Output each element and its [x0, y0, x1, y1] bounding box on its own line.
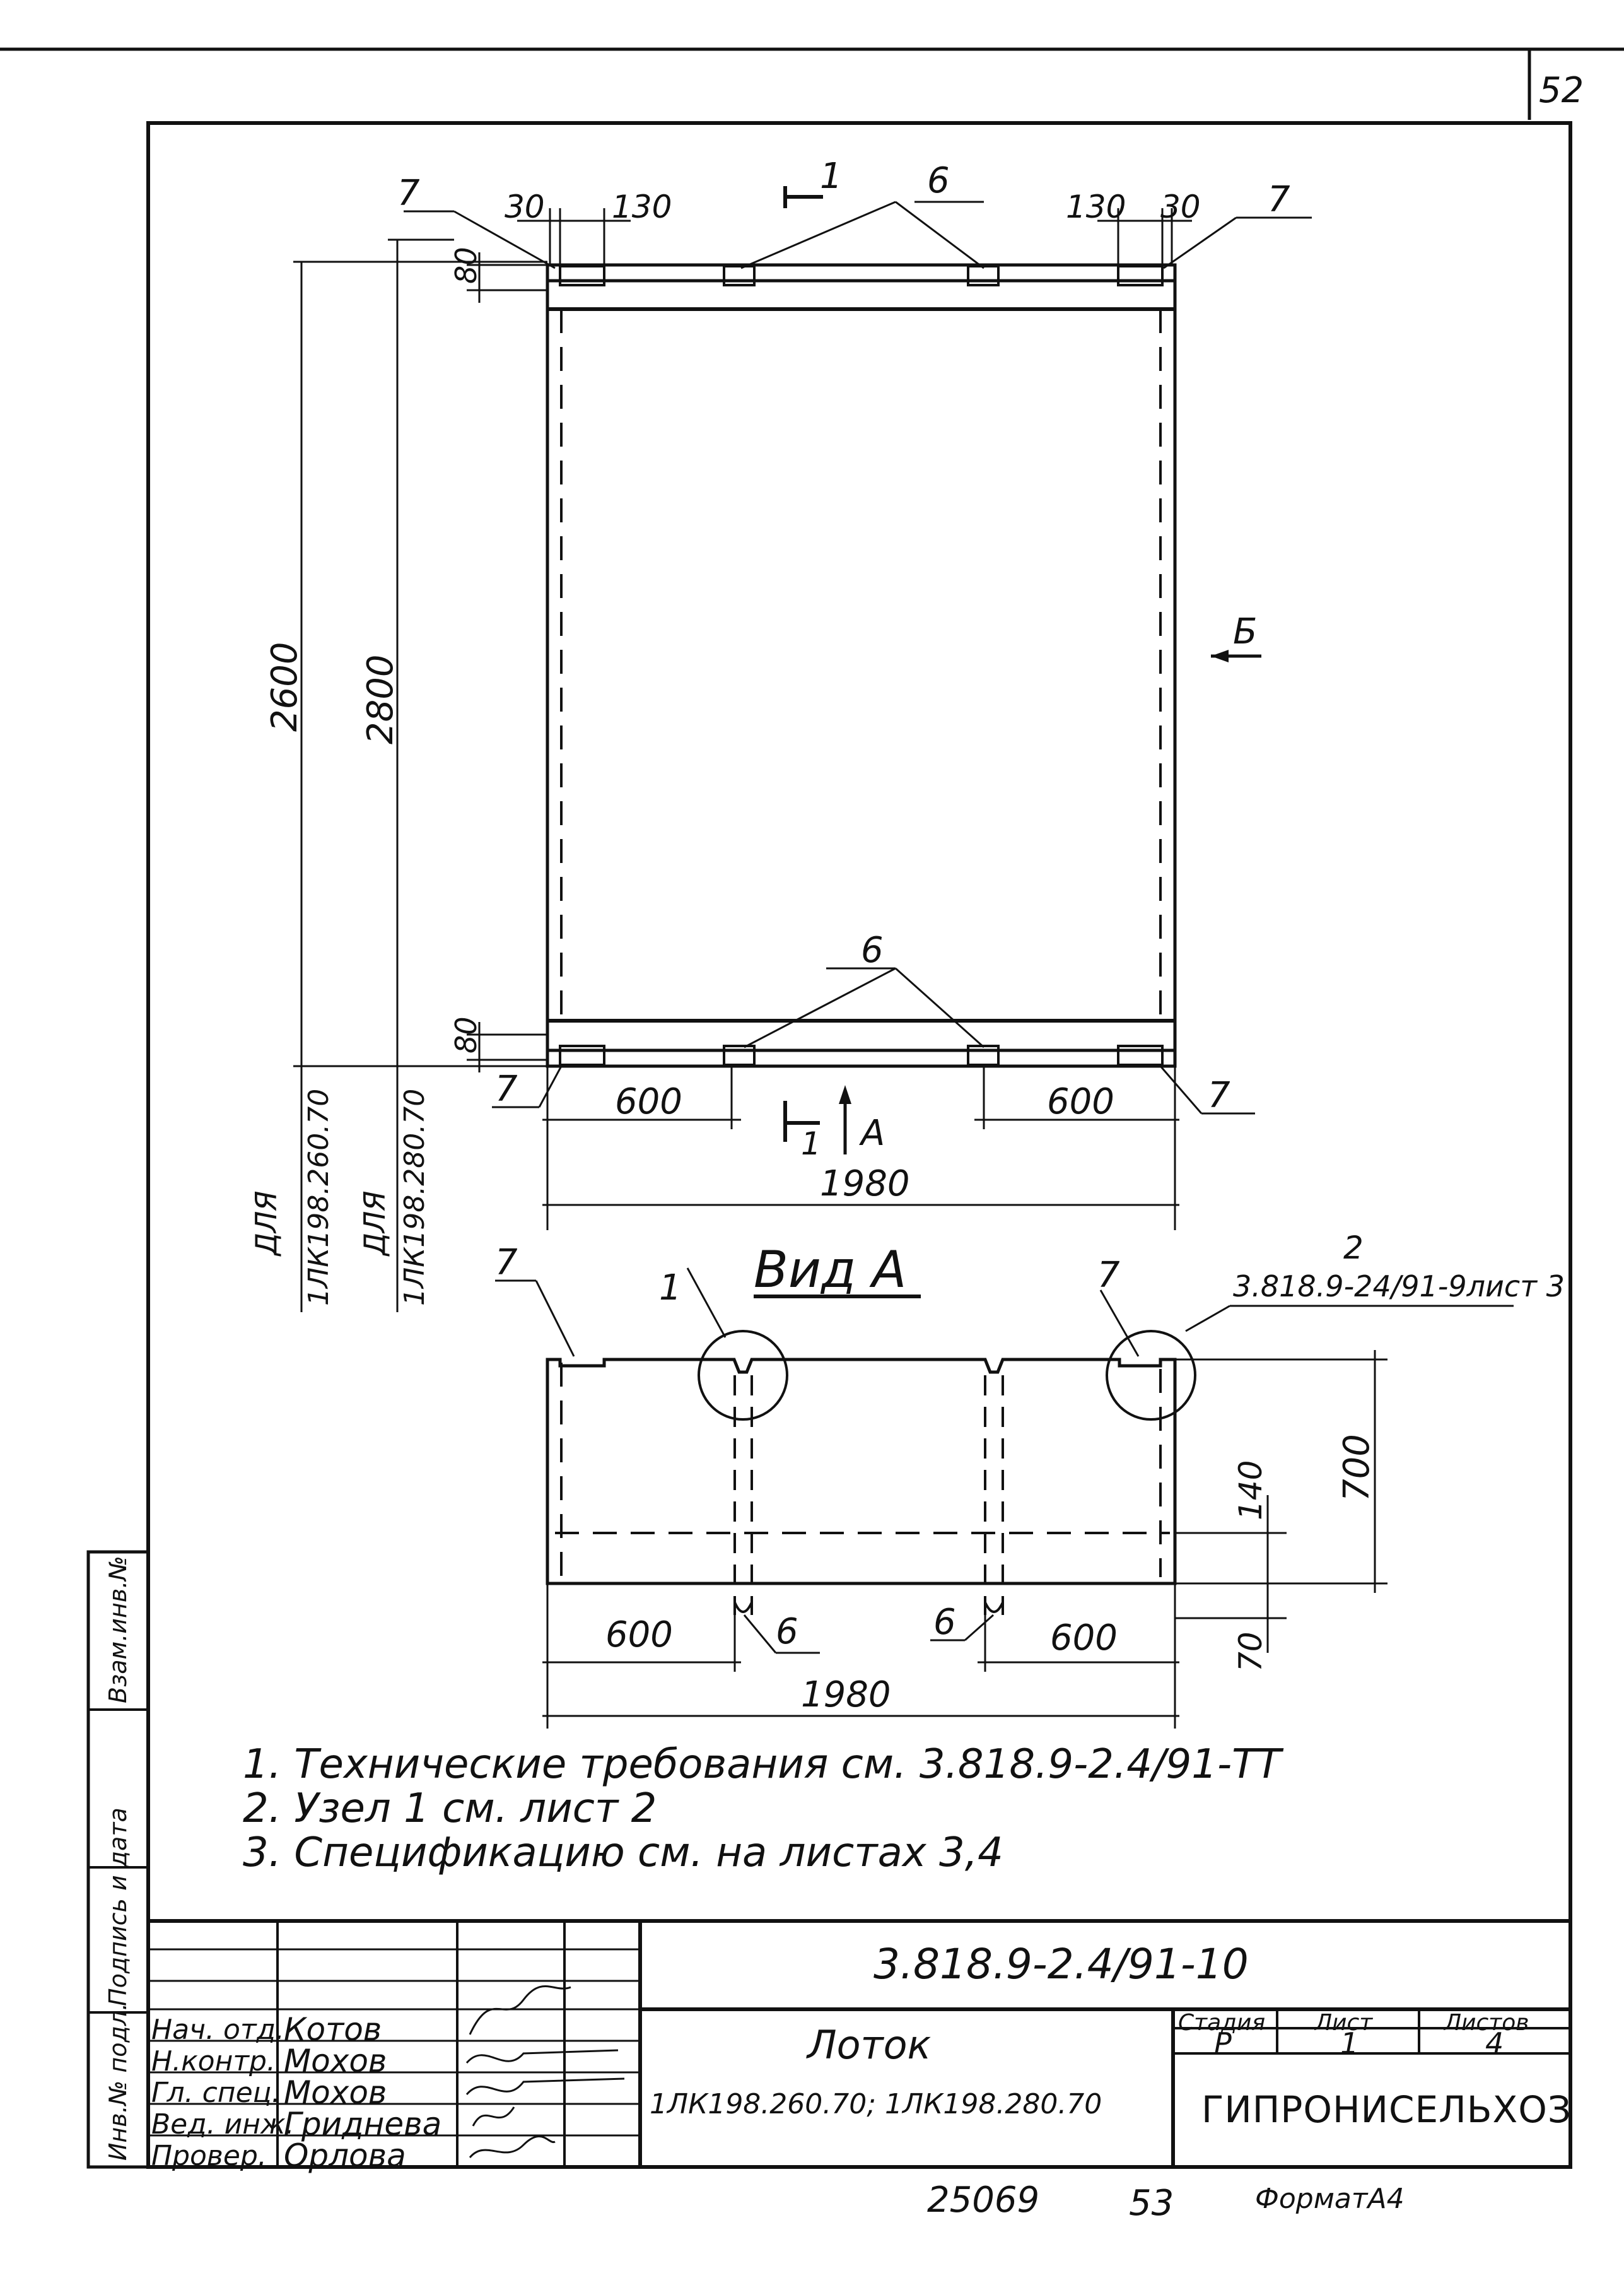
callout-circle-1 — [698, 1330, 788, 1421]
view-a-pos-7-left: 7 — [495, 1242, 518, 1283]
elevation-view-a: Вид А 1 2 3.818.9-24/91-9лист 3 7 7 6 — [495, 1230, 1565, 1729]
signature-mokhov-1 — [465, 2049, 619, 2064]
dim-2600: 2600 — [264, 642, 305, 732]
dim-80-top: 80 — [449, 247, 483, 284]
tray-outline — [546, 263, 1177, 1068]
dim-2800: 2800 — [360, 654, 401, 744]
model-280: 1ЛК198.280.70 — [399, 1089, 431, 1306]
view-a-title: Вид А — [754, 1240, 906, 1299]
view-a-pos-6-left: 6 — [776, 1611, 798, 1652]
dim-600-right-top: 600 — [1047, 1081, 1114, 1122]
pos-6-top: 6 — [927, 160, 950, 201]
note-1: 1. Технические требования см. 3.818.9-2.… — [243, 1741, 1282, 1788]
dim-1980-top: 1980 — [820, 1163, 910, 1204]
name-kotov: Котов — [284, 2011, 382, 2048]
signature-orlova — [469, 2135, 556, 2158]
tray-elevation — [546, 1358, 1177, 1585]
sheets-value: 4 — [1485, 2026, 1504, 2060]
callout-2-ref: 3.818.9-24/91-9лист 3 — [1233, 1269, 1565, 1303]
name-orlova: Орлова — [284, 2137, 406, 2174]
section-mark-top: 1 — [820, 156, 843, 197]
name-gridneva: Гриднева — [284, 2106, 442, 2142]
signature-kotov — [469, 1985, 571, 2035]
dim-30-left: 30 — [505, 189, 545, 225]
sheet-number: 52 — [1539, 70, 1584, 111]
dim-130-right: 130 — [1066, 189, 1126, 225]
dim-140: 140 — [1232, 1460, 1269, 1520]
stamp-replaced-inv: Взам.инв.№ — [104, 1556, 132, 1703]
role-lead-engineer: Вед. инж. — [151, 2108, 295, 2140]
bottom-page-number: 53 — [1129, 2183, 1174, 2224]
pos-7-bottom-left: 7 — [495, 1069, 518, 1110]
stamp-signature-date: Подпись и дата — [104, 1807, 132, 2006]
role-head-dept: Нач. отд. — [151, 2014, 284, 2046]
product-name: Лоток — [807, 2022, 932, 2068]
label-for-260: ДЛЯ — [249, 1191, 283, 1257]
document-code: 3.818.9-2.4/91-10 — [873, 1940, 1249, 1988]
note-2: 2. Узел 1 см. лист 2 — [243, 1785, 657, 1832]
view-a-dim-600-left: 600 — [605, 1614, 673, 1655]
label-for-280: ДЛЯ — [358, 1191, 392, 1257]
pos-6-bottom: 6 — [861, 930, 884, 971]
pos-7-top-right: 7 — [1268, 179, 1290, 220]
role-norm-control: Н.контр. — [151, 2045, 276, 2077]
signature-gridneva — [472, 2106, 515, 2127]
product-models: 1ЛК198.260.70; 1ЛК198.280.70 — [650, 2088, 1102, 2120]
view-arrow-b: Б — [1233, 611, 1257, 652]
role-chief-specialist: Гл. спец. — [151, 2077, 281, 2109]
drawing-frame — [146, 121, 1572, 2169]
callout-circle-2 — [1106, 1330, 1196, 1421]
pos-7-top-left: 7 — [397, 173, 420, 214]
dim-700: 700 — [1336, 1434, 1377, 1501]
dim-30-right: 30 — [1160, 189, 1201, 225]
view-arrow-a: А — [859, 1113, 885, 1154]
dim-600-left-top: 600 — [615, 1081, 682, 1122]
dim-80-bottom: 80 — [449, 1016, 483, 1054]
title-block — [148, 1919, 1570, 2167]
view-a-pos-6-right: 6 — [933, 1602, 956, 1643]
sheets-header: Листов — [1444, 2010, 1529, 2036]
bottom-code: 25069 — [927, 2180, 1040, 2221]
plan-view: 30 130 130 30 7 7 6 1 80 80 — [249, 156, 1312, 1312]
section-mark-bottom: 1 — [801, 1125, 821, 1162]
callout-2: 2 — [1343, 1230, 1364, 1266]
view-a-pos-7-right: 7 — [1097, 1255, 1120, 1296]
name-mokhov-1: Мохов — [284, 2043, 387, 2079]
dim-130-left: 130 — [612, 189, 672, 225]
sheet-header: Лист — [1315, 2010, 1373, 2036]
stage-header: Стадия — [1178, 2010, 1266, 2036]
stamp-original-inv: Инв.№ подл. — [104, 2003, 132, 2161]
organization: ГИПРОНИСЕЛЬХОЗ — [1201, 2088, 1572, 2131]
role-checker: Провер. — [151, 2140, 267, 2172]
stage-value: Р — [1214, 2026, 1232, 2060]
note-3: 3. Спецификацию см. на листах 3,4 — [243, 1829, 1003, 1876]
side-stamp-frame — [86, 1550, 150, 2169]
sheet-value: 1 — [1340, 2026, 1359, 2060]
signature-mokhov-2 — [465, 2077, 625, 2095]
name-mokhov-2: Мохов — [284, 2074, 387, 2111]
format-label: ФорматА4 — [1255, 2183, 1405, 2215]
dim-70: 70 — [1232, 1631, 1269, 1672]
callout-1: 1 — [659, 1267, 682, 1308]
view-a-dim-600-right: 600 — [1050, 1618, 1118, 1659]
pos-7-bottom-right: 7 — [1208, 1075, 1230, 1116]
view-a-dim-1980: 1980 — [801, 1674, 891, 1715]
model-260: 1ЛК198.260.70 — [303, 1089, 335, 1306]
